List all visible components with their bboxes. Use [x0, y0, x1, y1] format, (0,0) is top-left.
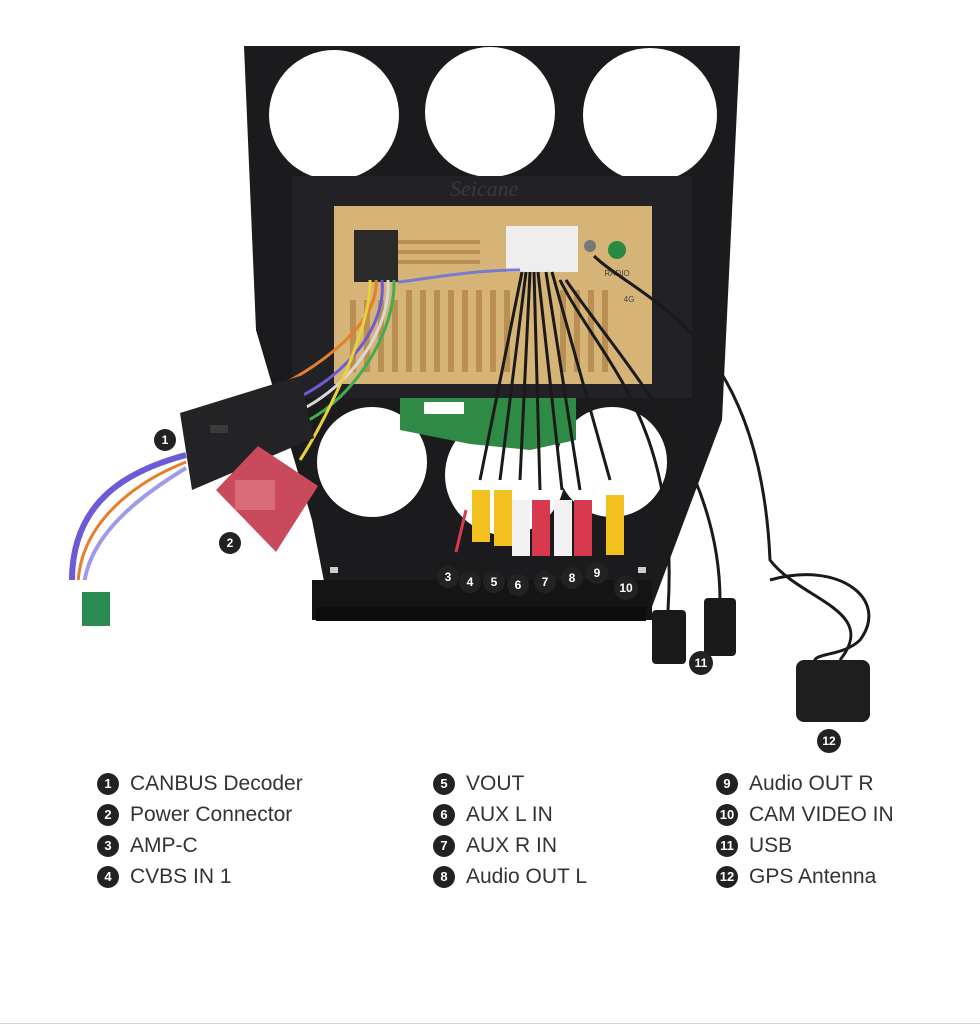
legend-number: 9 — [716, 772, 738, 795]
legend-item-amp-c: 3 AMP-C — [97, 830, 303, 861]
legend-item-cam-video-in: 10 CAM VIDEO IN — [716, 799, 894, 830]
callout-1: 1 — [154, 429, 176, 451]
legend-column-3: 9 Audio OUT R 10 CAM VIDEO IN 11 USB 12 GPS … — [716, 768, 894, 892]
aux-socket — [506, 226, 578, 272]
legend-item-audio-out-r: 9 Audio OUT R — [716, 768, 894, 799]
svg-text:3: 3 — [445, 570, 452, 584]
brand-logo: Seicane — [450, 176, 519, 201]
callout-9: 9 — [586, 562, 608, 584]
legend-column-2: 5 VOUT 6 AUX L IN 7 AUX R IN 8 Audio OUT L — [433, 768, 587, 892]
usb-plugs — [652, 598, 736, 664]
legend-label: Audio OUT L — [466, 864, 588, 888]
wiring-harness — [68, 268, 521, 586]
vent-hole-right — [583, 48, 717, 182]
control-pcb — [400, 398, 576, 450]
legend-item-aux-l-in: 6 AUX L IN — [433, 799, 587, 830]
rca-plug-10 — [606, 495, 624, 555]
legend-number: 7 — [433, 834, 455, 857]
legend-item-cvbs-in-1: 4 CVBS IN 1 — [97, 861, 303, 892]
legend-label: CANBUS Decoder — [130, 771, 303, 795]
canbus-decoder-box — [180, 376, 314, 490]
legend-number: 5 — [433, 772, 455, 795]
callout-2: 2 — [219, 532, 241, 554]
harness-pcb-plug — [82, 592, 110, 626]
rca-plug-6 — [532, 500, 550, 556]
legend-number: 6 — [433, 803, 455, 826]
legend-number: 3 — [97, 834, 119, 857]
radio-antenna-socket — [584, 240, 596, 252]
svg-text:10: 10 — [619, 581, 633, 595]
legend-label: VOUT — [466, 771, 525, 795]
legend-item-audio-out-l: 8 Audio OUT L — [433, 861, 587, 892]
svg-text:12: 12 — [822, 734, 836, 748]
callout-4: 4 — [459, 571, 481, 593]
legend-label: AUX R IN — [466, 833, 558, 857]
rca-plug-4 — [494, 490, 512, 546]
legend-number: 1 — [97, 772, 119, 795]
legend-number: 12 — [716, 865, 738, 888]
svg-text:8: 8 — [569, 571, 576, 585]
rca-cables — [478, 254, 853, 661]
legend-number: 4 — [97, 865, 119, 888]
svg-text:2: 2 — [227, 536, 234, 550]
callout-12: 12 — [817, 729, 841, 753]
main-harness-socket — [354, 230, 398, 282]
bottom-divider — [0, 1023, 980, 1024]
legend-number: 2 — [97, 803, 119, 826]
callout-3: 3 — [437, 566, 459, 588]
legend-number: 8 — [433, 865, 455, 888]
head-unit: Seicane RADIO 4G — [292, 176, 692, 398]
legend-number: 11 — [716, 834, 738, 857]
legend-item-vout: 5 VOUT — [433, 768, 587, 799]
callout-6: 6 — [507, 574, 529, 596]
legend-label: GPS Antenna — [749, 864, 877, 888]
rca-plug-3 — [472, 490, 490, 542]
gps-socket — [608, 241, 626, 259]
rca-plug-8 — [574, 500, 592, 556]
legend-item-aux-r-in: 7 AUX R IN — [433, 830, 587, 861]
callout-11: 11 — [689, 651, 713, 675]
legend-label: Power Connector — [130, 802, 293, 826]
svg-text:5: 5 — [491, 575, 498, 589]
legend-label: CAM VIDEO IN — [749, 802, 894, 826]
power-connector — [216, 446, 318, 552]
callout-8: 8 — [561, 567, 583, 589]
legend-item-gps-antenna: 12 GPS Antenna — [716, 861, 894, 892]
legend-item-usb: 11 USB — [716, 830, 894, 861]
legend-item-canbus-decoder: 1 CANBUS Decoder — [97, 768, 303, 799]
rca-plug-5 — [512, 500, 530, 556]
svg-text:11: 11 — [695, 656, 708, 670]
callout-10: 10 — [614, 576, 638, 600]
legend-item-power-connector: 2 Power Connector — [97, 799, 303, 830]
svg-text:7: 7 — [542, 575, 549, 589]
rca-plugs — [454, 490, 624, 556]
legend-label: USB — [749, 833, 793, 857]
legend-number: 10 — [716, 803, 738, 826]
svg-text:6: 6 — [515, 578, 522, 592]
legend-label: AUX L IN — [466, 802, 553, 826]
callouts: 1 2 3 4 5 6 7 8 9 10 11 12 — [154, 429, 841, 753]
legend-label: CVBS IN 1 — [130, 864, 232, 888]
callout-5: 5 — [483, 571, 505, 593]
legend-label: AMP-C — [130, 833, 198, 857]
gps-antenna — [769, 573, 871, 722]
legend-label: Audio OUT R — [749, 771, 874, 795]
control-hole-left — [317, 407, 427, 517]
rca-plug-7 — [554, 500, 572, 556]
svg-text:4: 4 — [467, 575, 474, 589]
vent-hole-left — [269, 50, 399, 180]
callout-7: 7 — [534, 571, 556, 593]
product-diagram: Seicane RADIO 4G — [68, 46, 871, 753]
svg-text:9: 9 — [594, 566, 601, 580]
control-hole-right — [557, 407, 667, 517]
4g-port-label: 4G — [624, 295, 635, 304]
vent-hole-center — [425, 47, 555, 177]
svg-text:1: 1 — [162, 433, 169, 447]
